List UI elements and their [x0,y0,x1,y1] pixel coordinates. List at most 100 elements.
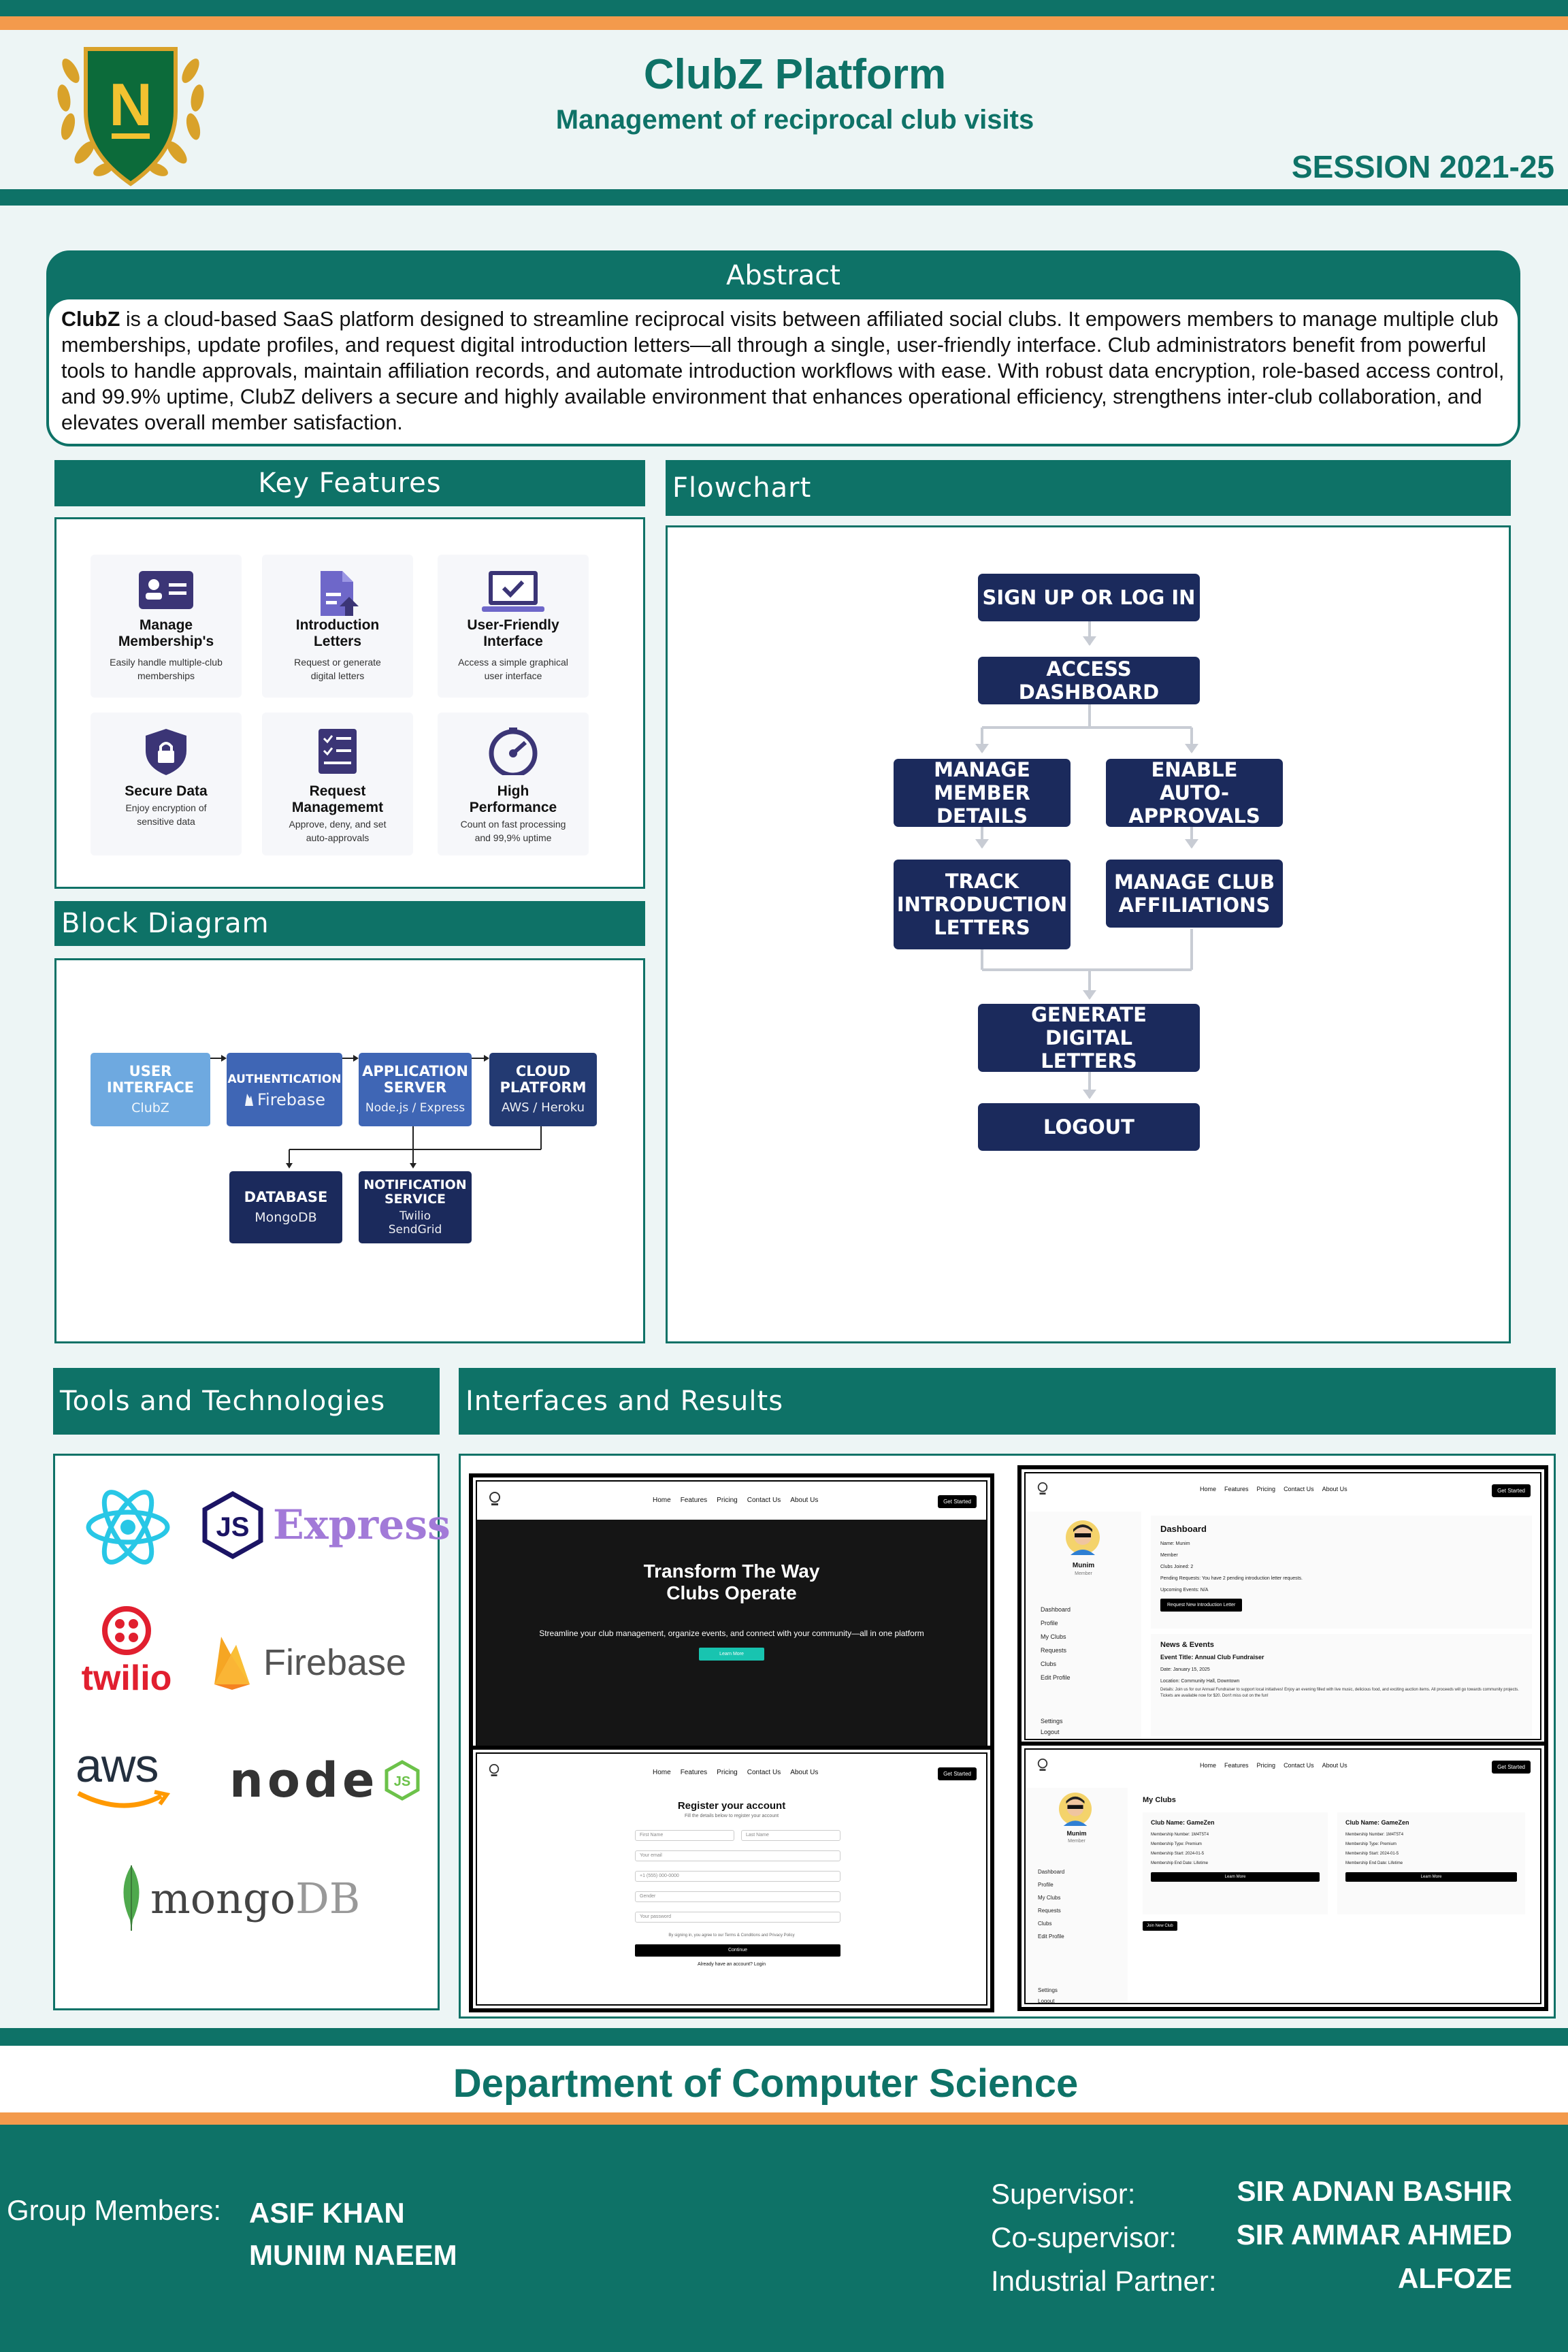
block-database: DATABASE MongoDB [229,1171,342,1243]
flow-step-signup: SIGN UP OR LOG IN [978,574,1200,621]
feature-title: Request Managememt [291,783,384,815]
site-logo [489,1492,500,1505]
sidebar-item-profile[interactable]: Profile [1041,1620,1058,1627]
id-card-icon [139,571,193,609]
member-1: ASIF KHAN [249,2197,405,2229]
nav-about[interactable]: About Us [1322,1762,1348,1769]
club-detail: Membership Type: Premium [1345,1842,1396,1846]
request-letter-button[interactable]: Request New Introduction Letter [1160,1599,1243,1612]
dashboard-pending: Pending Requests: You have 2 pending int… [1160,1576,1303,1581]
password-field[interactable]: Your password [635,1912,840,1923]
my-clubs-title: My Clubs [1143,1796,1176,1804]
join-new-club-button[interactable]: Join New Club [1143,1921,1177,1931]
get-started-button[interactable]: Get Started [938,1495,977,1508]
site-logo [1037,1482,1048,1494]
nav-contact[interactable]: Contact Us [1284,1486,1314,1492]
aws-logo: aws [76,1742,184,1813]
sidebar-item-logout[interactable]: Logout [1041,1729,1060,1735]
register-subtitle: Fill the details below to register your … [684,1814,779,1818]
block-sub: AWS / Heroku [502,1100,585,1115]
nav-pricing[interactable]: Pricing [717,1769,738,1776]
club-detail: Membership Number: 1M4T5T4 [1151,1833,1209,1837]
interfaces-panel: Home Features Pricing Contact Us About U… [459,1454,1556,2019]
dashboard-name: Name: Munim [1160,1541,1190,1546]
nav-features[interactable]: Features [1224,1486,1249,1492]
logo-letter: N [109,71,152,138]
sidebar-item-edit-profile[interactable]: Edit Profile [1038,1933,1064,1940]
hero-learn-more-button[interactable]: Learn More [699,1648,764,1661]
gender-select[interactable]: Gender [635,1891,840,1902]
get-started-button[interactable]: Get Started [1492,1761,1531,1774]
nav-about[interactable]: About Us [1322,1486,1348,1492]
sidebar-item-requests[interactable]: Requests [1038,1908,1061,1914]
abstract-text: is a cloud-based SaaS platform designed … [61,308,1505,434]
club-detail: Membership End Date: Lifetime [1151,1861,1209,1865]
abstract-lead: ClubZ [61,308,120,331]
feature-card: User-Friendly Interface Access a simple … [438,555,589,698]
sidebar-item-my-clubs[interactable]: My Clubs [1041,1633,1066,1640]
sidebar-item-logout[interactable]: Logout [1038,1998,1055,2004]
nav-about[interactable]: About Us [790,1769,819,1776]
feature-desc: Enjoy encryption of sensitive data [125,802,207,827]
nav-features[interactable]: Features [680,1497,708,1504]
nav-features[interactable]: Features [1224,1762,1249,1769]
block-connectors [210,1055,542,1169]
department-name: Department of Computer Science [453,2061,1079,2106]
nav-contact[interactable]: Contact Us [747,1769,781,1776]
email-field[interactable]: Your email [635,1850,840,1861]
block-authentication: AUTHENTICATION Firebase [227,1053,342,1126]
dashboard-sidebar: Munim Member Dashboard Profile My Clubs … [1026,1512,1141,1739]
node-text: node [229,1752,379,1808]
nav-home[interactable]: Home [1200,1762,1217,1769]
sidebar-item-clubs[interactable]: Clubs [1038,1921,1052,1927]
nav-contact[interactable]: Contact Us [747,1497,781,1504]
nav-features[interactable]: Features [680,1769,708,1776]
nav-pricing[interactable]: Pricing [717,1497,738,1504]
club-detail: Membership Number: 1M4T5T4 [1345,1833,1404,1837]
my-clubs-screenshot: Home Features Pricing Contact Us About U… [1017,1742,1548,2011]
sidebar-item-settings[interactable]: Settings [1041,1718,1063,1725]
phone-field[interactable]: +1 (555) 000-0000 [635,1871,840,1882]
js-hexagon-icon: JS [202,1491,263,1559]
nav-about[interactable]: About Us [790,1497,819,1504]
flowchart-title: Flowchart [672,472,812,504]
sidebar-item-my-clubs[interactable]: My Clubs [1038,1895,1061,1901]
feature-title: Manage Membership's [118,617,214,649]
continue-button[interactable]: Continue [635,1944,840,1957]
nav-home[interactable]: Home [1200,1486,1217,1492]
club-learn-more-button[interactable]: Learn More [1345,1872,1517,1882]
first-name-field[interactable]: First Name [635,1830,734,1841]
react-logo [86,1490,170,1565]
news-date: Date: January 15, 2025 [1160,1667,1210,1672]
key-features-panel: Manage Membership's Easily handle multip… [54,517,645,889]
feature-desc: Approve, deny, and set auto-approvals [289,819,387,843]
clubs-sidebar: Munim Member Dashboard Profile My Clubs … [1026,1788,1128,2003]
sidebar-item-dashboard[interactable]: Dashboard [1038,1869,1065,1875]
club-learn-more-button[interactable]: Learn More [1151,1872,1320,1882]
sidebar-item-settings[interactable]: Settings [1038,1987,1058,1993]
sidebar-item-dashboard[interactable]: Dashboard [1041,1606,1071,1613]
flow-step-affiliations: MANAGE CLUB AFFILIATIONS [1106,860,1283,928]
group-members-label: Group Members: [7,2194,222,2226]
sidebar-item-clubs[interactable]: Clubs [1041,1661,1057,1667]
nav-pricing[interactable]: Pricing [1256,1486,1276,1492]
get-started-button[interactable]: Get Started [1492,1484,1531,1497]
dashboard-nav: Home Features Pricing Contact Us About U… [1026,1473,1540,1512]
checklist-icon [318,729,357,774]
last-name-field[interactable]: Last Name [741,1830,840,1841]
nav-pricing[interactable]: Pricing [1256,1762,1276,1769]
sidebar-item-profile[interactable]: Profile [1038,1882,1054,1888]
shield-lock-icon [146,729,186,775]
avatar [1066,1520,1100,1555]
get-started-button[interactable]: Get Started [938,1767,977,1780]
nav-contact[interactable]: Contact Us [1284,1762,1314,1769]
register-screenshot: Home Features Pricing Contact Us About U… [469,1746,994,2012]
login-link[interactable]: Already have an account? Login [697,1962,766,1967]
sidebar-item-requests[interactable]: Requests [1041,1647,1067,1654]
partner-label: Industrial Partner: [991,2265,1217,2297]
news-event: Event Title: Annual Club Fundraiser [1160,1654,1264,1661]
sidebar-item-edit-profile[interactable]: Edit Profile [1041,1674,1071,1681]
supervisor-label: Supervisor: [991,2178,1136,2210]
nav-home[interactable]: Home [653,1769,671,1776]
nav-home[interactable]: Home [653,1497,671,1504]
